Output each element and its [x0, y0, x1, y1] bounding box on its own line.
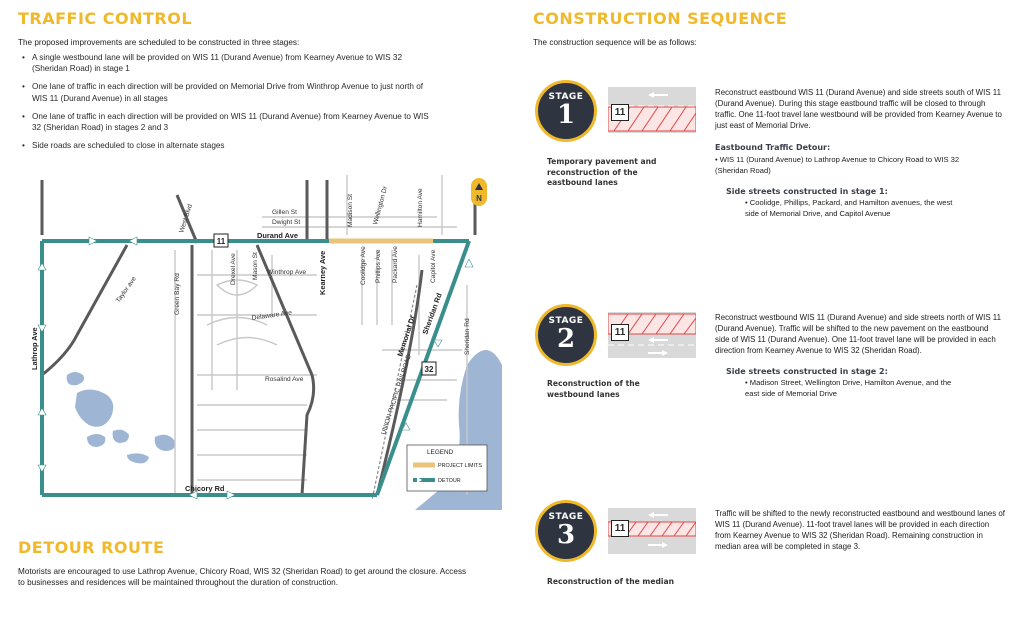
bullet-item: Side roads are scheduled to close in alt…: [20, 140, 430, 151]
traffic-control-heading: TRAFFIC CONTROL: [18, 9, 193, 28]
stage2-number: 2: [556, 324, 576, 354]
label-lathrop: Lathrop Ave: [30, 327, 39, 370]
construction-sequence-intro: The construction sequence will be as fol…: [533, 38, 697, 47]
stage1-detour-text: • WIS 11 (Durand Avenue) to Lathrop Aven…: [715, 155, 965, 176]
bullet-item: One lane of traffic in each direction wi…: [20, 81, 430, 103]
label-dwight: Dwight St: [272, 219, 300, 226]
stage1-label: STAGE: [548, 92, 584, 102]
legend-detour: DETOUR: [438, 478, 461, 484]
stage3-badge: STAGE 3: [535, 500, 597, 562]
label-mason: Mason St: [252, 252, 259, 280]
stage2-description: Reconstruct westbound WIS 11 (Durand Ave…: [715, 313, 1001, 355]
stage1-shield-icon: 11: [611, 104, 629, 121]
bullet-icon: •: [715, 155, 720, 164]
label-chicory: Chicory Rd: [185, 484, 225, 493]
stage2-caption: Reconstruction of the westbound lanes: [547, 379, 640, 399]
wis32-shield-icon: 32: [421, 361, 437, 376]
stage1-caption: Temporary pavement and reconstruction of…: [547, 157, 657, 187]
label-phillips: Phillips Ave: [375, 249, 382, 283]
north-label: N: [476, 194, 482, 203]
detour-map: 11 32 N Gillen St Dwight St Durand Ave W…: [17, 175, 502, 510]
stage3-label: STAGE: [548, 512, 584, 522]
construction-sequence-heading: CONSTRUCTION SEQUENCE: [533, 9, 788, 28]
label-green-bay: Green Bay Rd: [174, 273, 181, 315]
stage1-detour-body: WIS 11 (Durand Avenue) to Lathrop Avenue…: [715, 155, 960, 175]
north-arrow-icon: N: [471, 178, 487, 206]
stage3-number: 3: [556, 520, 576, 550]
stage3-caption: Reconstruction of the median: [547, 577, 675, 586]
stage1-side-text: • Coolidge, Phillips, Packard, and Hamil…: [745, 198, 960, 219]
stage2-badge: STAGE 2: [535, 304, 597, 366]
label-rosalind: Rosalind Ave: [265, 376, 304, 383]
bullet-item: One lane of traffic in each direction wi…: [20, 111, 430, 133]
detour-route-heading: DETOUR ROUTE: [18, 538, 165, 557]
stage3-shield-icon: 11: [611, 520, 629, 537]
stage1-side-title: Side streets constructed in stage 1:: [726, 187, 888, 196]
label-madison: Madison St: [347, 194, 354, 227]
stage1-number: 1: [556, 100, 576, 130]
stage1-description: Reconstruct eastbound WIS 11 (Durand Ave…: [715, 88, 1002, 130]
stage2-side-body: Madison Street, Wellington Drive, Hamilt…: [745, 378, 952, 398]
wis32-shield-label: 32: [425, 365, 434, 374]
stage2-shield-icon: 11: [611, 324, 629, 341]
stage3-description: Traffic will be shifted to the newly rec…: [715, 509, 1005, 551]
label-packard: Packard Ave: [392, 246, 399, 283]
label-durand: Durand Ave: [257, 231, 298, 240]
bullet-icon: •: [745, 198, 750, 207]
wis11-shield-label: 11: [217, 237, 226, 246]
label-drexel: Drexel Ave: [230, 253, 237, 285]
arterial-roads: [40, 180, 477, 496]
stage1-badge: STAGE 1: [535, 80, 597, 142]
traffic-control-intro: The proposed improvements are scheduled …: [18, 38, 300, 47]
label-kearney: Kearney Ave: [318, 251, 327, 295]
stage1-side-body: Coolidge, Phillips, Packard, and Hamilto…: [745, 198, 953, 218]
map-legend: LEGEND PROJECT LIMITS DETOUR: [406, 444, 488, 492]
label-winthrop: Winthrop Ave: [267, 269, 306, 276]
bullet-item: A single westbound lane will be provided…: [20, 52, 430, 74]
stage1-detour-title: Eastbound Traffic Detour:: [715, 143, 831, 152]
street-grid: [174, 175, 468, 495]
label-hamilton: Hamilton Ave: [417, 188, 424, 227]
detour-arrows: [37, 236, 474, 500]
label-coolidge: Coolidge Ave: [360, 246, 367, 285]
legend-title: LEGEND: [427, 449, 454, 456]
detour-route-text: Motorists are encouraged to use Lathrop …: [18, 567, 467, 588]
label-capitol: Capitol Ave: [430, 249, 437, 283]
stage2-label: STAGE: [548, 316, 584, 326]
wis11-shield-icon: 11: [213, 233, 229, 248]
bullet-icon: •: [745, 378, 750, 387]
legend-project-limits: PROJECT LIMITS: [438, 463, 482, 469]
label-sheridan-east: Sheridan Rd: [464, 318, 471, 355]
traffic-control-bullets: A single westbound lane will be provided…: [20, 52, 430, 158]
railroad-line: [371, 284, 418, 501]
label-gillen: Gillen St: [272, 209, 297, 216]
stage2-side-title: Side streets constructed in stage 2:: [726, 367, 888, 376]
stage2-side-text: • Madison Street, Wellington Drive, Hami…: [745, 378, 960, 399]
